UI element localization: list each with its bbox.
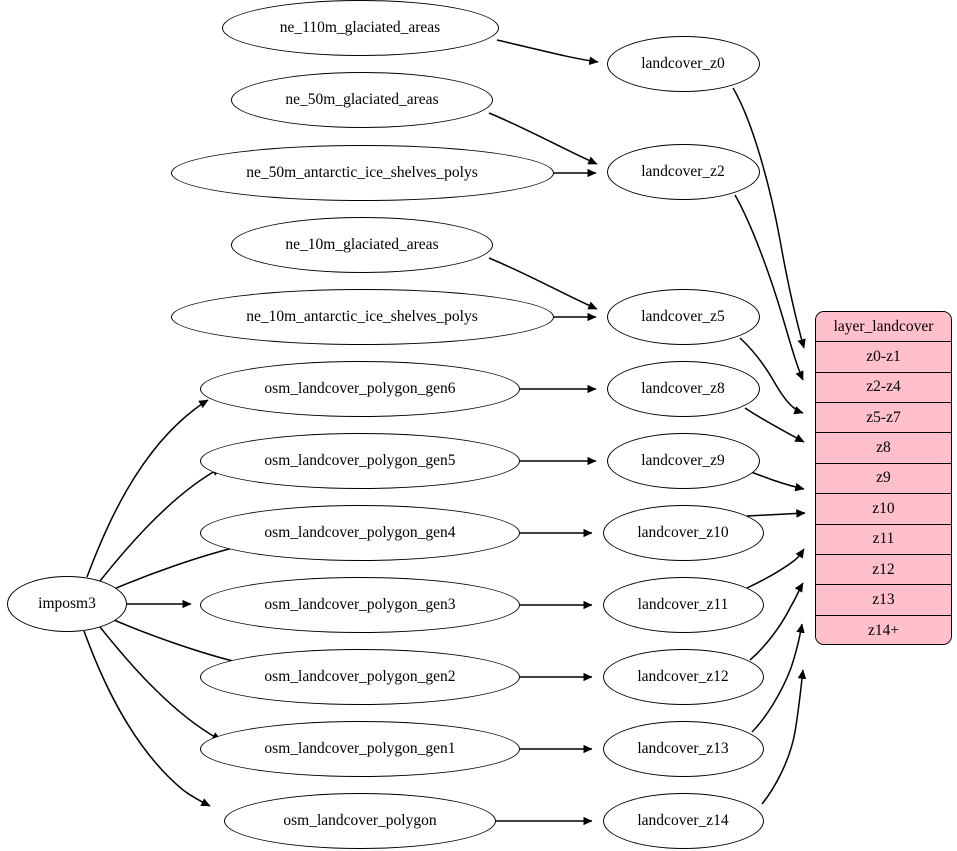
node-ne-50m-antarctic-ice-shelves-polys[interactable]: ne_50m_antarctic_ice_shelves_polys xyxy=(170,145,554,201)
edge-lz5-rec2 xyxy=(739,337,804,415)
edge-lz8-rec3 xyxy=(744,407,805,443)
record-row-z9[interactable]: z9 xyxy=(816,463,951,495)
node-landcover-z2[interactable]: landcover_z2 xyxy=(606,144,760,200)
record-header: layer_landcover xyxy=(816,312,951,343)
node-label: imposm3 xyxy=(38,595,96,613)
edge-lz0-rec0 xyxy=(732,87,806,349)
node-label: landcover_z2 xyxy=(641,163,725,181)
node-landcover-z9[interactable]: landcover_z9 xyxy=(606,433,760,489)
node-osm-landcover-polygon-gen3[interactable]: osm_landcover_polygon_gen3 xyxy=(200,577,520,633)
node-landcover-z14[interactable]: landcover_z14 xyxy=(602,793,764,849)
node-label: osm_landcover_polygon xyxy=(283,812,437,830)
edge-lz13-rec8 xyxy=(751,623,805,733)
record-row-z11[interactable]: z11 xyxy=(816,524,951,555)
node-label: ne_110m_glaciated_areas xyxy=(279,19,441,37)
record-node-layer-landcover[interactable]: layer_landcover z0-z1 z2-z4 z5-z7 z8 z9 … xyxy=(815,311,952,645)
node-label: ne_50m_antarctic_ice_shelves_polys xyxy=(246,164,478,182)
record-row-z14[interactable]: z14+ xyxy=(816,615,951,644)
edge-ne110-lz0 xyxy=(496,39,599,65)
node-label: landcover_z9 xyxy=(641,452,725,470)
edge-ne10g-lz5 xyxy=(488,257,598,310)
node-ne-10m-antarctic-ice-shelves-polys[interactable]: ne_10m_antarctic_ice_shelves_polys xyxy=(170,289,554,345)
edge-lz11-rec6 xyxy=(746,548,805,589)
record-row-z0-z1[interactable]: z0-z1 xyxy=(816,342,951,373)
node-osm-landcover-polygon[interactable]: osm_landcover_polygon xyxy=(224,793,496,849)
node-landcover-z5[interactable]: landcover_z5 xyxy=(606,289,760,345)
node-label: osm_landcover_polygon_gen2 xyxy=(264,668,456,686)
edge-lz12-rec7 xyxy=(749,582,804,661)
node-osm-landcover-polygon-gen1[interactable]: osm_landcover_polygon_gen1 xyxy=(200,721,520,777)
node-label: landcover_z8 xyxy=(641,380,725,398)
node-landcover-z12[interactable]: landcover_z12 xyxy=(602,649,764,705)
node-label: landcover_z11 xyxy=(637,596,729,614)
node-label: osm_landcover_polygon_gen5 xyxy=(264,452,456,470)
node-label: ne_10m_glaciated_areas xyxy=(285,236,439,254)
node-landcover-z0[interactable]: landcover_z0 xyxy=(606,36,760,92)
node-imposm3[interactable]: imposm3 xyxy=(7,576,127,632)
edge-lz2-rec1 xyxy=(734,194,804,381)
node-label: landcover_z14 xyxy=(637,812,729,830)
node-label: landcover_z13 xyxy=(637,740,729,758)
node-label: ne_50m_glaciated_areas xyxy=(285,91,439,109)
node-osm-landcover-polygon-gen6[interactable]: osm_landcover_polygon_gen6 xyxy=(200,361,520,417)
node-label: landcover_z10 xyxy=(637,524,729,542)
record-row-z8[interactable]: z8 xyxy=(816,433,951,464)
node-landcover-z8[interactable]: landcover_z8 xyxy=(606,361,760,417)
record-row-z2-z4[interactable]: z2-z4 xyxy=(816,372,951,404)
edge-lz10-rec5 xyxy=(746,509,806,518)
edge-lz9-rec4 xyxy=(745,469,805,492)
node-ne-110m-glaciated-areas[interactable]: ne_110m_glaciated_areas xyxy=(221,0,499,56)
edge-lz14-rec9 xyxy=(761,669,807,805)
node-label: osm_landcover_polygon_gen3 xyxy=(264,596,456,614)
node-label: osm_landcover_polygon_gen4 xyxy=(264,524,456,542)
edge-imposm3-gen1 xyxy=(99,626,222,741)
edge-ne50g-lz2 xyxy=(488,112,598,165)
node-osm-landcover-polygon-gen4[interactable]: osm_landcover_polygon_gen4 xyxy=(200,505,520,561)
record-row-z5-z7[interactable]: z5-z7 xyxy=(816,403,951,434)
record-row-z10[interactable]: z10 xyxy=(816,494,951,525)
node-osm-landcover-polygon-gen2[interactable]: osm_landcover_polygon_gen2 xyxy=(200,649,520,705)
node-label: osm_landcover_polygon_gen1 xyxy=(264,740,456,758)
record-row-z12[interactable]: z12 xyxy=(816,554,951,586)
edge-imposm3-gen5 xyxy=(99,467,222,582)
node-osm-landcover-polygon-gen5[interactable]: osm_landcover_polygon_gen5 xyxy=(200,433,520,489)
edge-imposm3-gen0 xyxy=(83,630,211,807)
node-label: landcover_z0 xyxy=(641,55,725,73)
node-landcover-z11[interactable]: landcover_z11 xyxy=(602,577,764,633)
node-ne-50m-glaciated-areas[interactable]: ne_50m_glaciated_areas xyxy=(231,72,493,128)
node-landcover-z10[interactable]: landcover_z10 xyxy=(602,505,764,561)
node-landcover-z13[interactable]: landcover_z13 xyxy=(602,721,764,777)
node-label: osm_landcover_polygon_gen6 xyxy=(264,380,456,398)
record-row-z13[interactable]: z13 xyxy=(816,585,951,616)
edge-imposm3-gen6 xyxy=(86,399,209,578)
node-ne-10m-glaciated-areas[interactable]: ne_10m_glaciated_areas xyxy=(231,217,493,273)
node-label: landcover_z5 xyxy=(641,308,725,326)
node-label: landcover_z12 xyxy=(637,668,729,686)
node-label: ne_10m_antarctic_ice_shelves_polys xyxy=(246,308,478,326)
